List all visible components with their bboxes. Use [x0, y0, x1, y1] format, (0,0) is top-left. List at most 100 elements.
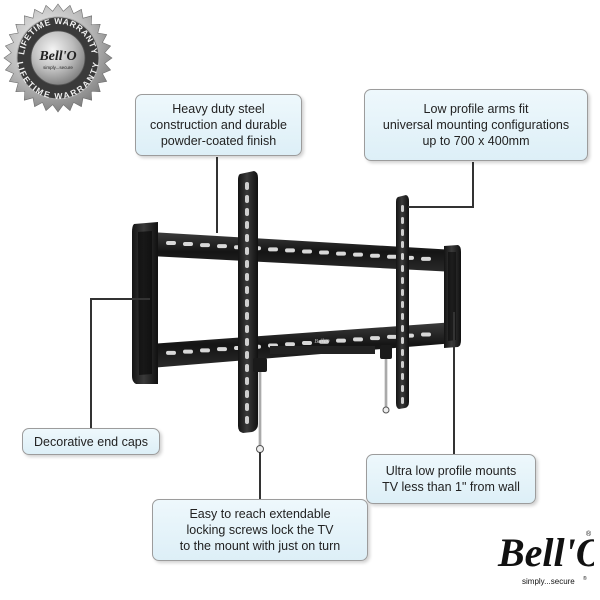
leader-endcaps-v [90, 298, 92, 428]
slot [268, 247, 278, 252]
lifetime-warranty-seal: LIFETIME WARRANTY LIFETIME WARRANTY Bell… [3, 3, 113, 113]
callout-line: to the mount with just on turn [179, 539, 341, 553]
callout-low-profile-arms: Low profile arms fit universal mounting … [364, 89, 588, 161]
slot [245, 351, 249, 359]
slot [401, 373, 404, 380]
slot [387, 254, 397, 259]
slot [401, 277, 404, 284]
slot [401, 325, 404, 332]
slot [401, 313, 404, 320]
slot [353, 252, 363, 257]
slot [200, 348, 210, 353]
slot [183, 349, 193, 354]
slot [245, 260, 249, 268]
slot [353, 337, 363, 342]
callout-end-caps: Decorative end caps [22, 428, 160, 455]
right-arm-slots [401, 205, 404, 404]
lower-rail [150, 322, 455, 368]
seal-tagline: simply...secure [43, 65, 73, 70]
lower-rail-slots [166, 332, 431, 355]
slot [245, 273, 249, 281]
slot [245, 416, 249, 424]
left-locking-screw [253, 358, 267, 453]
leader-lowprofile-v [453, 312, 455, 454]
callout-line: Decorative end caps [34, 435, 148, 449]
slot [401, 301, 404, 308]
slot [245, 208, 249, 216]
slot [401, 289, 404, 296]
slot [166, 240, 176, 245]
callout-line: locking screws lock the TV [186, 523, 334, 537]
callout-line: TV less than 1" from wall [382, 480, 520, 494]
upper-rail-slots [166, 240, 431, 261]
slot [401, 265, 404, 272]
brand-tagline-mark: ® [583, 575, 587, 582]
bello-brand-logo: Bell'O ® simply...secure ® [497, 530, 594, 586]
callout-locking-screws: Easy to reach extendable locking screws … [152, 499, 368, 561]
callout-line: universal mounting configurations [382, 118, 570, 132]
callout-steel-construction: Heavy duty steel construction and durabl… [135, 94, 302, 156]
leader-endcaps-h [90, 298, 150, 300]
slot [401, 361, 404, 368]
slot [401, 385, 404, 392]
leader-arms-v [472, 162, 474, 208]
slot [401, 205, 404, 212]
slot [166, 350, 176, 355]
slot [319, 250, 329, 255]
slot [387, 334, 397, 339]
callout-line: powder-coated finish [160, 134, 277, 148]
slot [245, 312, 249, 320]
slot [302, 249, 312, 254]
slot [401, 337, 404, 344]
slot [245, 234, 249, 242]
slot [245, 325, 249, 333]
slot [370, 336, 380, 341]
slot [401, 241, 404, 248]
slot [200, 243, 210, 248]
slot [245, 403, 249, 411]
callout-line: Easy to reach extendable [189, 507, 331, 521]
slot [245, 221, 249, 229]
slot [245, 286, 249, 294]
slot [285, 248, 295, 253]
brand-tagline: simply...secure [522, 577, 575, 586]
callout-ultra-low-profile: Ultra low profile mounts TV less than 1"… [366, 454, 536, 504]
slot [183, 242, 193, 247]
slot [319, 339, 329, 344]
slot [245, 195, 249, 203]
slot [336, 251, 346, 256]
callout-line: construction and durable [150, 118, 287, 132]
slot [245, 390, 249, 398]
slot [421, 256, 431, 261]
callout-line: Ultra low profile mounts [385, 464, 517, 478]
leader-arms-h [408, 206, 474, 208]
slot [245, 377, 249, 385]
slot [401, 253, 404, 260]
slot [245, 182, 249, 190]
slot [302, 341, 312, 346]
leader-steel-v [216, 157, 218, 233]
slot [401, 217, 404, 224]
slot [285, 342, 295, 347]
slot [217, 347, 227, 352]
callout-line: up to 700 x 400mm [422, 134, 530, 148]
seal-logo: Bell'O [38, 49, 76, 64]
slot [245, 247, 249, 255]
slot [401, 229, 404, 236]
slot [370, 253, 380, 258]
slot [245, 364, 249, 372]
brand-logo-text: Bell'O [497, 530, 594, 575]
left-arm-slots [245, 182, 249, 424]
slot [421, 332, 431, 337]
slot [245, 338, 249, 346]
callout-line: Low profile arms fit [423, 102, 529, 116]
slot [245, 299, 249, 307]
slot [336, 338, 346, 343]
callout-line: Heavy duty steel [172, 102, 265, 116]
slot [401, 397, 404, 404]
right-locking-screw [380, 345, 392, 414]
brand-registered-mark: ® [586, 530, 592, 538]
mount-logo: Bell'O [314, 339, 330, 345]
slot [217, 244, 227, 249]
